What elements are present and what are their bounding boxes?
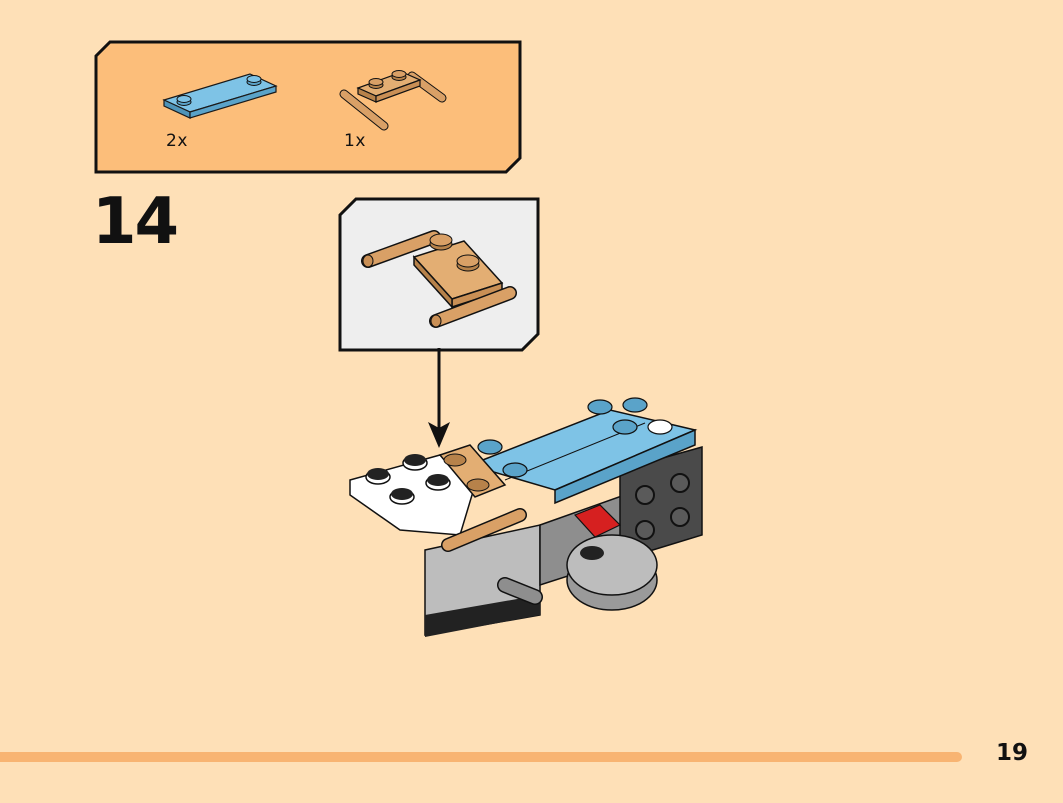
parts-list-box <box>94 40 522 174</box>
page-footer-bar <box>0 752 962 762</box>
placement-arrow-icon <box>428 348 450 448</box>
step-number: 14 <box>92 185 179 259</box>
page-number: 19 <box>996 740 1029 766</box>
part-quantity-blue-plate: 2x <box>166 131 188 151</box>
model-assembly-illustration <box>349 397 703 637</box>
tan-plate-part-icon <box>339 70 447 131</box>
part-callout-box <box>338 197 540 352</box>
part-quantity-tan-plate: 1x <box>344 131 366 151</box>
tan-plate-callout-icon <box>361 230 517 328</box>
blue-plate-part-icon <box>162 73 278 119</box>
